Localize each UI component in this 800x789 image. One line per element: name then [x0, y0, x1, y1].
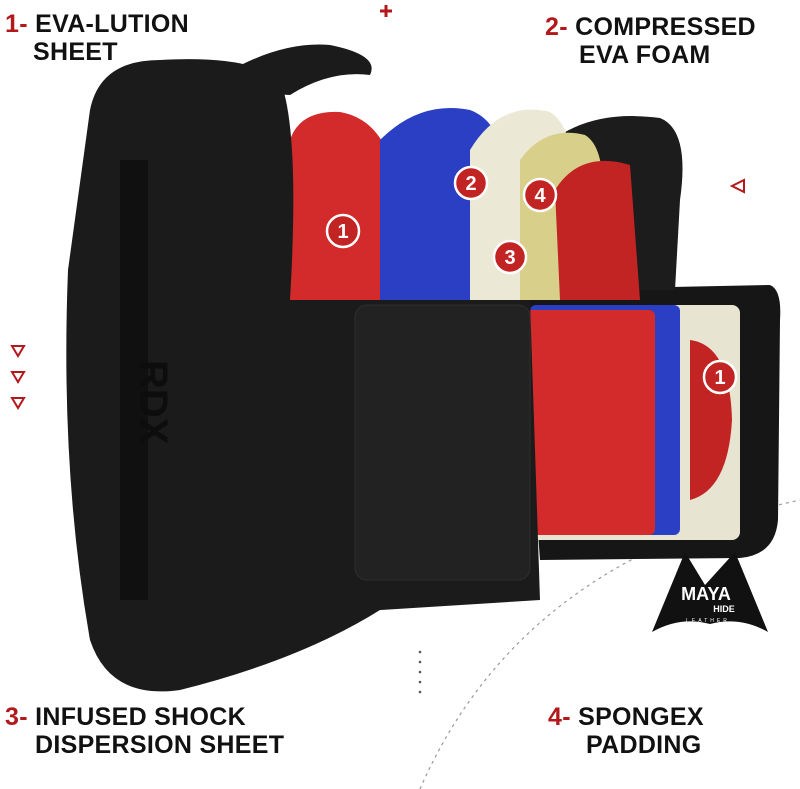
side-stripe [120, 160, 148, 600]
svg-text:2: 2 [465, 173, 476, 195]
badge-3: 3 [492, 239, 528, 275]
badge-2: 2 [453, 165, 489, 201]
inner-red-panel [555, 160, 640, 300]
logo-sub-text: HIDE [713, 604, 735, 614]
front-flap [354, 304, 531, 581]
svg-text:1: 1 [714, 367, 725, 389]
plus-icon [380, 5, 392, 17]
red-lower [500, 310, 655, 535]
label-infused-shock-dispersion-sheet: 3- INFUSED SHOCK DISPERSION SHEET [5, 703, 285, 759]
dotted-column [418, 650, 422, 694]
label-eva-lution-sheet: 1- EVA-LUTION SHEET [5, 10, 190, 66]
red-layer [290, 111, 400, 300]
badge-4: 4 [522, 177, 558, 213]
shoulder-strap [200, 44, 372, 95]
label-spongex-padding: 4- SPONGEX PADDING [548, 703, 704, 759]
rdx-brand-mark: RDX [131, 360, 175, 445]
maya-hide-logo: MAYA HIDE LEATHER [652, 552, 768, 632]
svg-text:3: 3 [504, 247, 515, 269]
svg-text:4: 4 [534, 185, 546, 207]
triangle-markers [10, 178, 745, 410]
badge-1: 1 [325, 213, 361, 249]
badge-1-right: 1 [702, 359, 738, 395]
logo-tag-text: LEATHER [686, 618, 730, 624]
logo-main-text: MAYA [681, 584, 731, 604]
svg-text:1: 1 [337, 221, 348, 243]
label-compressed-eva-foam: 2- COMPRESSED EVA FOAM [545, 13, 756, 69]
